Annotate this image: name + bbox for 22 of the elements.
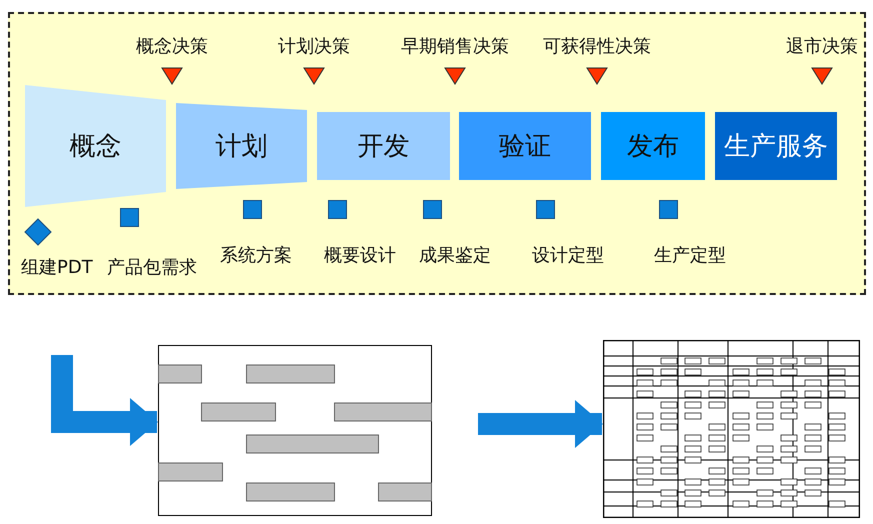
phase-box: 计划 [176, 103, 307, 189]
decision-label: 退市决策 [786, 36, 858, 58]
milestone-label: 生产定型 [654, 245, 726, 267]
phase-box: 验证 [459, 112, 591, 180]
milestone-label: 设计定型 [532, 245, 604, 267]
milestone-label: 成果鉴定 [419, 245, 491, 267]
phase-box: 概念 [25, 85, 166, 207]
phase-box: 开发 [317, 112, 450, 180]
decision-label: 计划决策 [278, 36, 350, 58]
phase-box: 发布 [601, 112, 705, 180]
decision-label: 概念决策 [136, 36, 208, 58]
milestone-label: 概要设计 [324, 245, 396, 267]
decision-label: 可获得性决策 [543, 36, 651, 58]
milestone-label: 产品包需求 [107, 257, 197, 279]
decision-label: 早期销售决策 [401, 36, 509, 58]
block-arrow [478, 400, 603, 448]
block-diagram-drawing [158, 345, 432, 516]
block-arrow [51, 355, 158, 446]
milestone-label: 组建PDT [21, 257, 93, 279]
phase-box: 生产服务 [715, 112, 837, 180]
process-table-drawing [603, 340, 860, 518]
milestone-label: 系统方案 [220, 245, 292, 267]
